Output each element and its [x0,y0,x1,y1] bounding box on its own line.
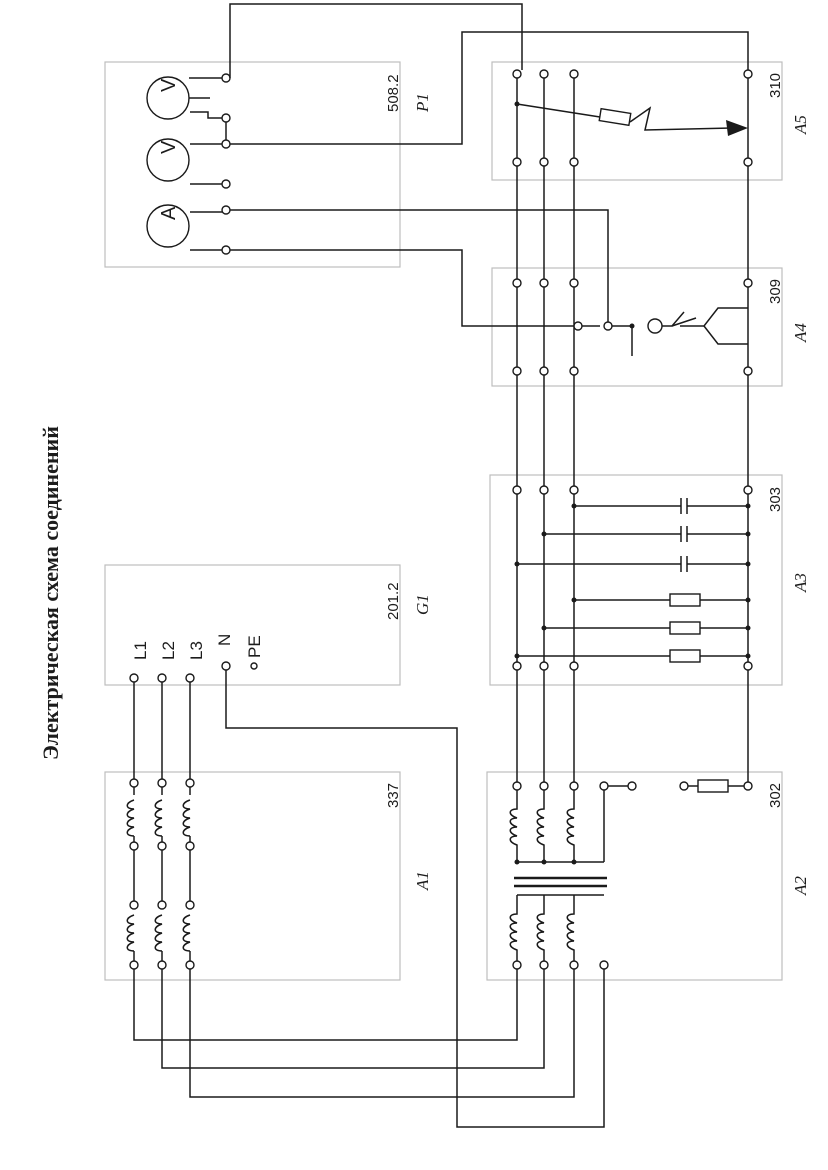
block-p1-code: 508.2 [385,74,402,112]
phase-bus-lines [516,375,749,782]
a2-core [514,876,607,888]
a4-a5-bus-lines [516,166,749,279]
block-g1-frame [104,564,401,686]
a3-capacitors [514,498,751,572]
voltmeter-1-symbol: V [158,78,180,92]
g1-terminal-l1 [129,673,139,683]
a4-terminals [512,278,753,376]
block-a3-designation: A3 [791,573,810,593]
block-g1-code: 201.2 [385,582,402,620]
block-a3-frame [489,474,783,686]
a3-internal-wiring [516,494,749,662]
a2-star-points [514,859,577,865]
a3-resistors [514,593,751,663]
block-a2-designation: A2 [791,876,810,896]
ammeter-symbol: A [158,206,180,220]
g1-terminal-l1-label: L1 [131,641,150,660]
p1-ammeter: A [146,204,190,248]
ammeter-to-a4-wire [230,209,609,322]
g1-terminal-n-label: N [215,634,234,646]
block-a5-code: 310 [767,73,784,98]
g1-to-a1-wires [133,678,191,780]
block-a1-code: 337 [385,783,402,808]
a2-ground-resistor [679,779,753,793]
block-p1-frame [104,61,401,268]
g1-terminal-pe-label: PE [245,635,264,658]
a5-internal-wiring [514,76,749,158]
neutral-wire [225,670,605,1128]
block-a4-frame [491,267,783,387]
g1-terminal-l3-label: L3 [187,641,206,660]
a5-terminals [512,69,753,167]
block-a5-designation: A5 [791,115,810,135]
a2-primary-windings [509,894,604,962]
block-a1-designation: A1 [413,871,432,891]
block-a2-code: 302 [767,783,784,808]
p1-voltmeter-1: V [146,76,190,120]
block-g1-designation: G1 [413,594,432,615]
block-a1-frame [104,771,401,981]
a2-terminals [512,781,637,970]
p1-voltmeter-2: V [146,138,190,182]
ammeter-return-wire [230,249,574,327]
voltmeter-2-symbol: V [158,140,180,154]
a1-terminals [129,778,195,970]
g1-terminal-l2 [157,673,167,683]
block-a4-code: 309 [767,279,784,304]
g1-terminal-l3 [185,673,195,683]
a1-to-a2-wires [133,968,575,1098]
voltmeter-to-a5-top-wire [229,3,523,78]
a3-terminals [512,485,753,671]
p1-terminals [221,73,231,255]
block-p1-designation: P1 [413,93,432,113]
voltmeter-to-a5-neutral-wire [230,31,749,145]
a1-windings [126,780,191,962]
a2-secondary-windings [509,790,605,863]
diagram-title: Электрическая схема соединений [38,426,63,760]
a4-internal-wiring [516,283,749,371]
block-a4-designation: A4 [791,323,810,343]
block-a2-frame [486,771,783,981]
g1-terminal-pe [250,662,258,670]
block-a3-code: 303 [767,487,784,512]
g1-terminal-n [221,661,231,671]
block-a5-frame [491,61,783,181]
g1-terminal-l2-label: L2 [159,641,178,660]
